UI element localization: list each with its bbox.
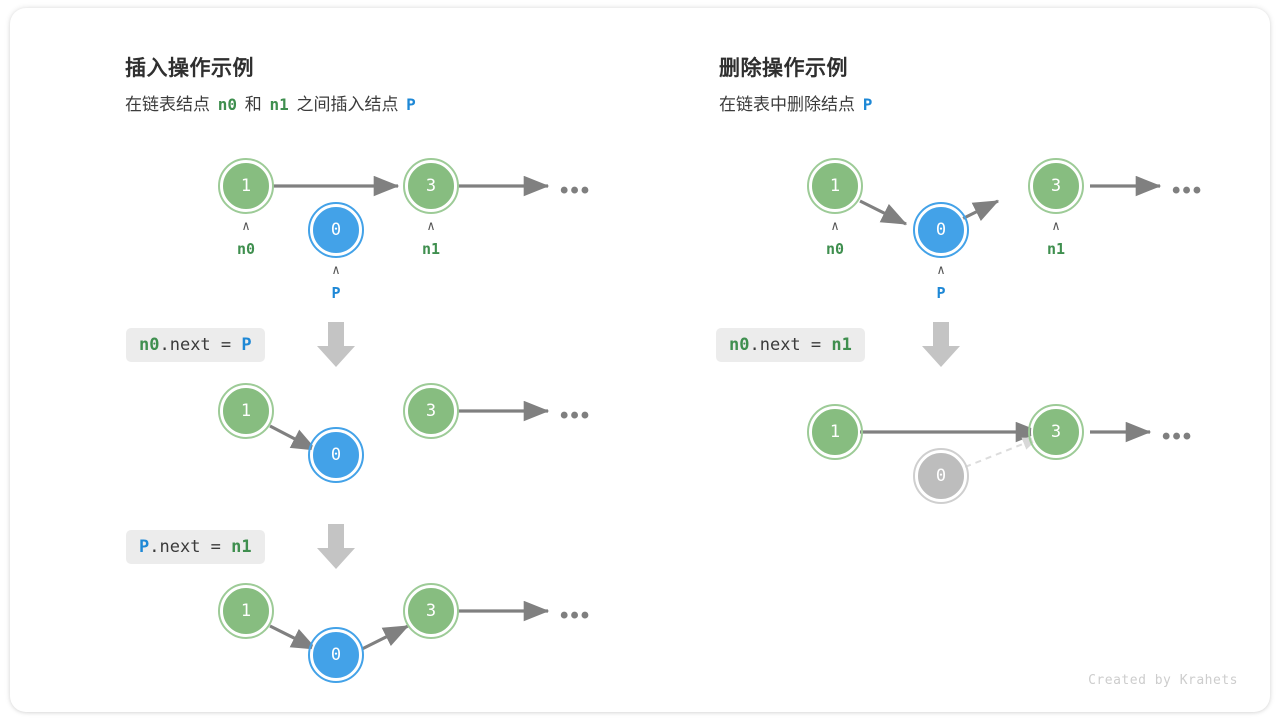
node-3-delete-step1: 3 [1028,404,1084,460]
code-token-pre: n0 [729,335,750,355]
caret-icon: ∧ [332,263,340,278]
code-token-post: P [241,335,252,355]
pointer-label-n1-delete: ∧ n1 [1016,220,1096,258]
panel-delete-title: 删除操作示例 [719,57,848,80]
node-1-insert-step1: 1 [218,383,274,439]
caret-icon: ∧ [242,219,250,234]
caret-icon: ∧ [1052,219,1060,234]
pointer-label-p-insert: ∧ P [296,264,376,302]
ellipsis-delete-row1: ••• [1172,177,1204,204]
node-3-insert-step2: 3 [403,583,459,639]
code-token-pre: n0 [139,335,160,355]
subtitle-token-n1: n1 [269,95,289,114]
node-1-insert-step2: 1 [218,583,274,639]
node-1-delete-step1: 1 [807,404,863,460]
caret-icon: ∧ [937,263,945,278]
code-token-post: n1 [831,335,852,355]
subtitle-text-1: 和 [240,95,267,114]
subtitle-text-0: 在链表结点 [125,95,215,114]
code-badge-insert-step2: P.next = n1 [126,530,265,564]
pointer-label-p-delete: ∧ P [901,264,981,302]
subtitle-token-n0: n0 [217,95,237,114]
panel-insert-subtitle: 在链表结点 n0 和 n1 之间插入结点 P [125,90,419,115]
pointer-label-n0-delete: ∧ n0 [795,220,875,258]
down-arrow-icon-delete-step1 [922,322,960,367]
subtitle-text-0: 在链表中删除结点 [719,95,860,114]
code-token-mid: .next = [159,335,242,355]
caret-icon: ∧ [831,219,839,234]
node-0-insert-step1: 0 [308,427,364,483]
code-token-pre: P [139,537,150,557]
panel-insert-title: 插入操作示例 [125,57,254,80]
node-1-delete-before: 1 [807,158,863,214]
panel-delete-subtitle: 在链表中删除结点 P [719,90,875,115]
pointer-label-n1-insert: ∧ n1 [391,220,471,258]
panel-delete: 删除操作示例 在链表中删除结点 P 1 [595,8,1255,712]
node-3-insert-before: 3 [403,158,459,214]
ellipsis-delete-row2: ••• [1162,423,1194,450]
ellipsis-insert-row1: ••• [560,177,592,204]
pointer-label-n0-insert: ∧ n0 [206,220,286,258]
ellipsis-insert-row3: ••• [560,602,592,629]
node-0-insert-before: 0 [308,202,364,258]
code-badge-delete-step1: n0.next = n1 [716,328,865,362]
ellipsis-insert-row2: ••• [560,402,592,429]
code-token-post: n1 [231,537,252,557]
caret-icon: ∧ [427,219,435,234]
node-1-insert-before: 1 [218,158,274,214]
credit-text: Created by Krahets [1088,673,1238,688]
code-token-mid: .next = [149,537,232,557]
subtitle-token-p: P [862,95,873,114]
node-3-insert-step1: 3 [403,383,459,439]
down-arrow-icon-insert-step2 [317,524,355,569]
node-0-delete-before: 0 [913,202,969,258]
code-badge-insert-step1: n0.next = P [126,328,265,362]
node-0-insert-step2: 0 [308,627,364,683]
subtitle-text-2: 之间插入结点 [291,95,404,114]
node-0-deleted: 0 [913,448,969,504]
down-arrow-icon-insert-step1 [317,322,355,367]
subtitle-token-p: P [406,95,416,114]
code-token-mid: .next = [749,335,832,355]
diagram-card: 插入操作示例 在链表结点 n0 和 n1 之间插入结点 P [10,8,1270,712]
node-3-delete-before: 3 [1028,158,1084,214]
panel-insert: 插入操作示例 在链表结点 n0 和 n1 之间插入结点 P [10,8,610,712]
